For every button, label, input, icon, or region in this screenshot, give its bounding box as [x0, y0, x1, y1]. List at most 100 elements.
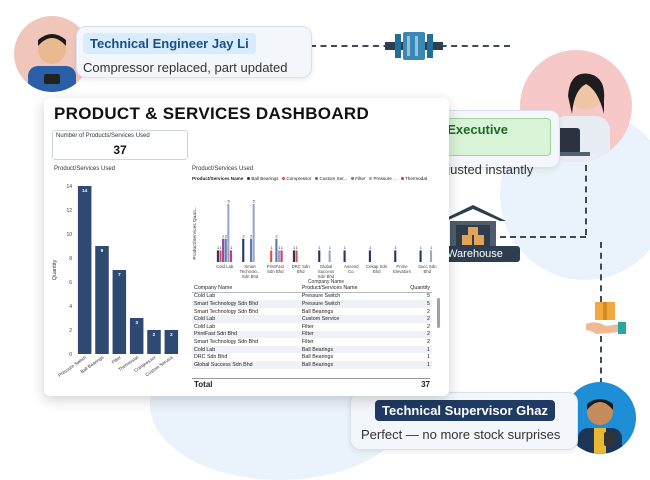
legend-item[interactable]: Compressor	[282, 176, 311, 181]
legend-label: Custom Ser...	[319, 176, 348, 181]
table-cell: 5	[427, 293, 430, 300]
legend-label: Pressure ...	[373, 176, 397, 181]
x-tick-label: Bhd	[297, 269, 305, 274]
bar	[224, 238, 227, 262]
bar-value-label: 3	[135, 320, 138, 326]
bar-value-label: 7	[118, 272, 121, 278]
table-cell: DRC Sdn Bhd	[194, 354, 228, 361]
legend-item[interactable]: Pressure ...	[369, 176, 397, 181]
x-tick-label: Success	[318, 269, 334, 274]
table-cell: 1	[427, 354, 430, 361]
pipe-connector-icon	[385, 32, 443, 60]
legend-item[interactable]: Custom Ser...	[315, 176, 347, 181]
connector-line	[585, 165, 587, 235]
legend-dot-icon	[315, 177, 319, 180]
package-hand-icon	[586, 302, 626, 334]
legend-item[interactable]: Filter	[351, 176, 365, 181]
table-cell: 1	[394, 345, 432, 354]
legend-item[interactable]: Ball Bearings	[247, 176, 278, 181]
bar	[250, 238, 253, 262]
bar-value-label: 2	[225, 233, 228, 238]
table-row[interactable]: DRC Sdn Bhd Ball Bearings 1	[192, 353, 432, 361]
bar	[270, 250, 273, 262]
connector-line	[600, 336, 602, 384]
x-tick-label: Smart	[244, 264, 256, 269]
bar-value-label: 1	[344, 245, 347, 250]
table-cell: Ball Bearings	[301, 308, 334, 315]
bar	[147, 330, 161, 354]
table-cell: Filter	[301, 323, 314, 330]
dashboard-panel: PRODUCT & SERVICES DASHBOARD Number of P…	[44, 98, 449, 396]
bar-value-label: 5	[227, 199, 230, 204]
table-cell: Filter	[301, 338, 314, 345]
y-axis-label: Quantity	[52, 260, 58, 281]
legend-dot-icon	[247, 177, 251, 180]
legend-label: Filter	[355, 176, 366, 181]
bar-value-label: 2	[153, 332, 156, 338]
table-cell: Custom Service	[299, 315, 395, 323]
y-tick-label: 14	[66, 184, 72, 190]
right-chart-title: Product/Services Used	[192, 166, 254, 172]
bar-value-label: 1	[281, 245, 284, 250]
legend-title: Product/Services Name	[192, 176, 244, 181]
x-tick-label: Sdn Bhd	[267, 269, 284, 274]
table-header-cell[interactable]: Quantity	[394, 284, 432, 293]
table-cell: 1	[394, 360, 432, 369]
bar-value-label: 1	[394, 245, 397, 250]
table-cell: 5	[394, 300, 432, 308]
table-scrollbar[interactable]	[437, 298, 440, 328]
y-tick-label: 0	[69, 352, 72, 358]
legend-item[interactable]: Thermodat	[400, 176, 428, 181]
connector-line	[500, 236, 586, 238]
left-chart-title: Product/Services Used	[54, 166, 116, 172]
engineer-role-label: Technical Engineer Jay Li	[83, 33, 256, 54]
table-cell: Ball Bearings	[299, 345, 395, 354]
bar	[318, 250, 321, 262]
warehouse-label: Warehouse	[430, 246, 520, 262]
x-tick-label: Pressure Switch	[57, 354, 87, 377]
y-axis-label: Product/Services Quan...	[192, 206, 198, 259]
bar-value-label: 1	[318, 245, 321, 250]
x-tick-label: Co.	[348, 269, 355, 274]
table-header-cell[interactable]: Product/Services Name	[299, 284, 395, 293]
table-cell: Ball Bearings	[301, 354, 334, 361]
bar-value-label: 1	[230, 245, 233, 250]
x-tick-label: Bhd	[424, 269, 432, 274]
table-cell: Global Success Sdn Bhd	[192, 360, 300, 369]
legend-label: Thermodat	[404, 176, 428, 181]
x-tick-label: Sdn Bhd	[318, 274, 335, 279]
bar	[222, 238, 225, 262]
y-tick-label: 2	[69, 328, 72, 334]
kpi-label: Number of Products/Services Used	[56, 133, 150, 139]
bar	[394, 250, 397, 262]
x-tick-label: Sdn Bhd	[242, 274, 259, 279]
table-cell: Cold Lab	[194, 323, 216, 330]
bar-value-label: 1	[220, 245, 223, 250]
bar-value-label: 2	[276, 233, 279, 238]
table-header-cell[interactable]: Company Name	[192, 284, 300, 293]
bar-value-label: 5	[253, 199, 256, 204]
legend-label: Ball Bearings	[251, 176, 279, 181]
x-tick-label: PrintFast	[267, 264, 285, 269]
bar	[164, 330, 179, 354]
kpi-value: 37	[113, 143, 127, 157]
dashboard-title: PRODUCT & SERVICES DASHBOARD	[54, 104, 370, 123]
table-cell: 2	[394, 315, 432, 323]
bar	[227, 204, 230, 262]
x-tick-label: Bhd	[373, 269, 381, 274]
connector-line	[600, 242, 602, 302]
bar-value-label: 1	[369, 245, 372, 250]
x-tick-label: Global	[320, 264, 332, 269]
